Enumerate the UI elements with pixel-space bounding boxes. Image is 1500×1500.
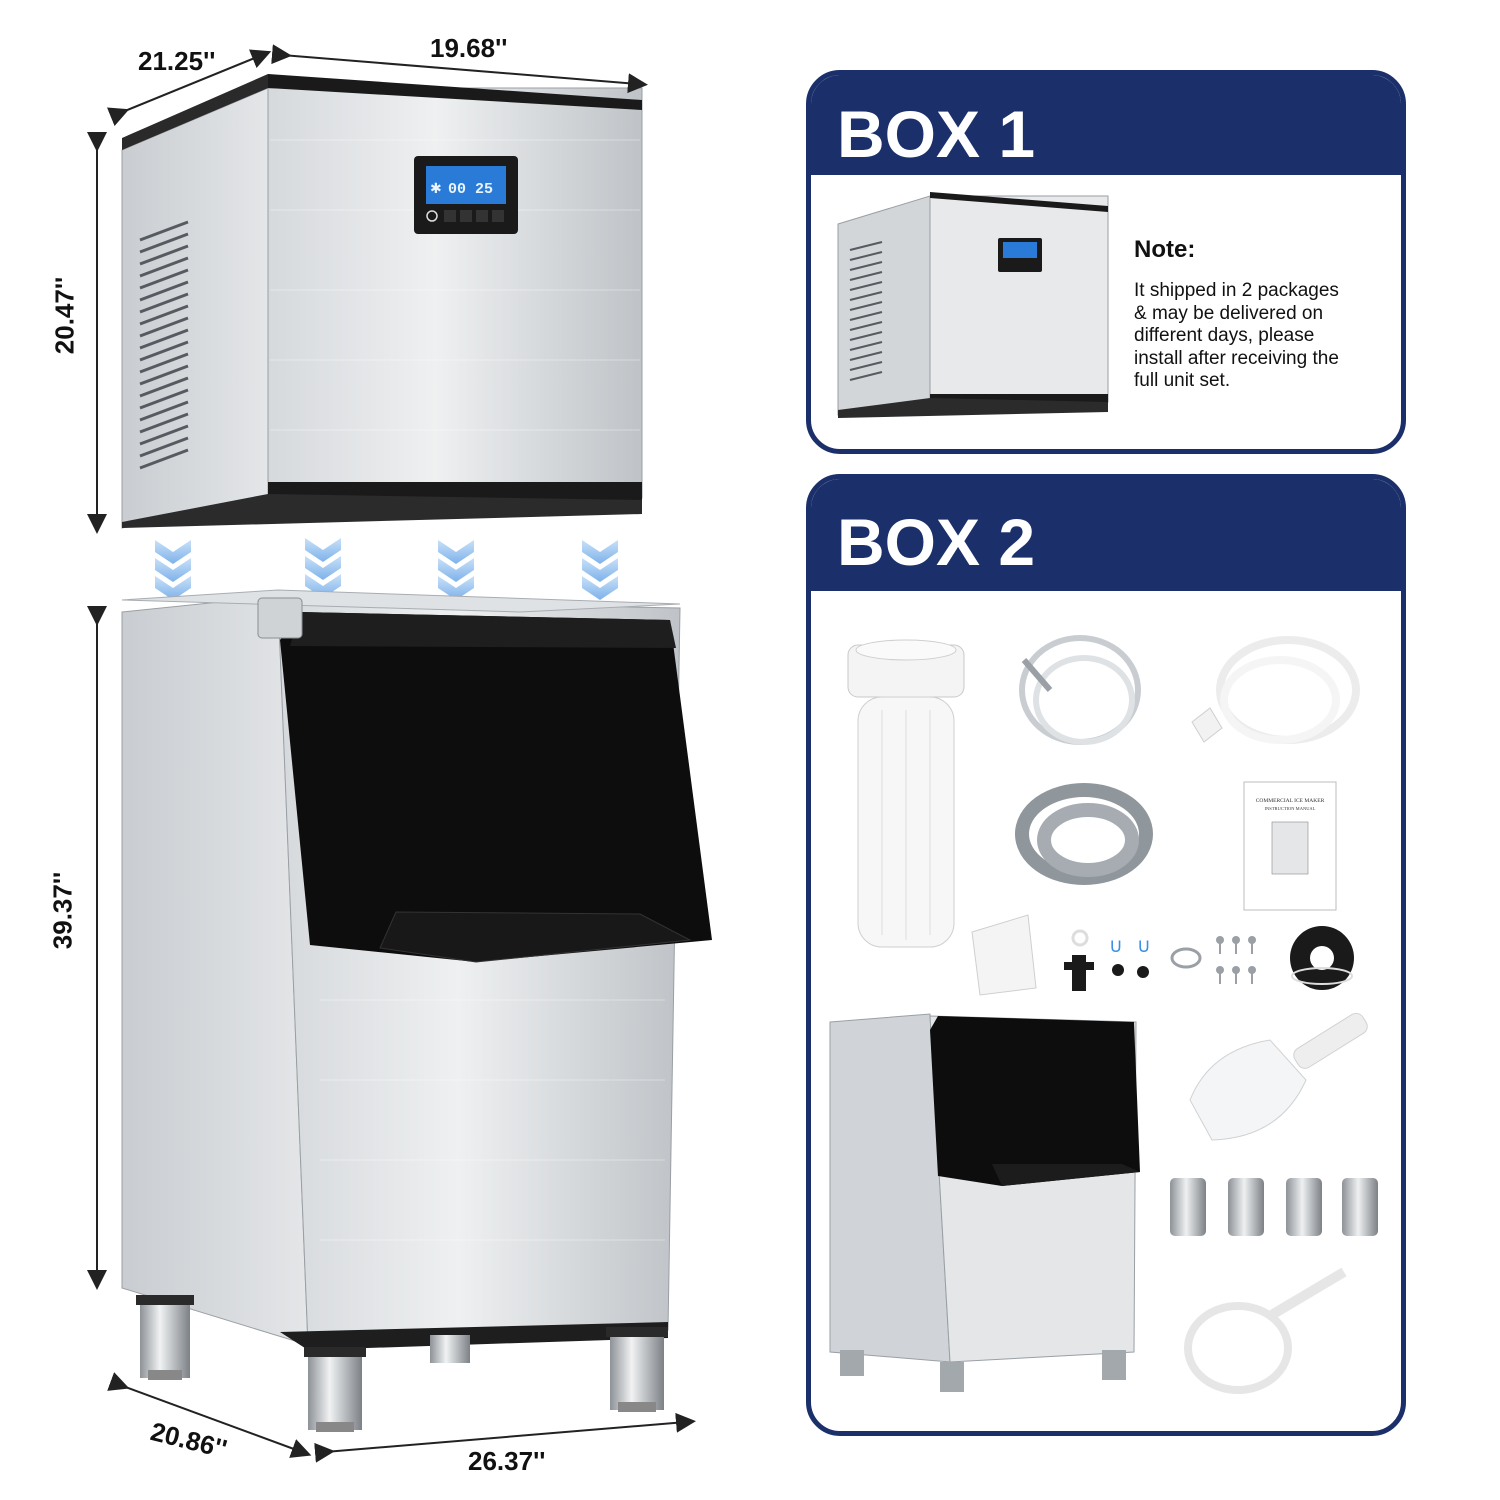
- fittings-image: ᑌ ᑌ: [1064, 929, 1202, 991]
- note-line: install after receiving the: [1134, 347, 1339, 369]
- svg-text:ᑌ: ᑌ: [1110, 939, 1122, 956]
- instruction-manual-image: COMMERCIAL ICE MAKER INSTRUCTION MANUAL: [1243, 781, 1337, 911]
- box1-title: BOX 1: [811, 75, 1401, 175]
- drain-hose-image: [1015, 783, 1153, 885]
- dimension-top-width: 19.68'': [430, 33, 508, 63]
- note-line: It shipped in 2 packages: [1134, 280, 1339, 301]
- tape-roll-image: [1290, 926, 1354, 990]
- water-filter-image: [847, 639, 965, 948]
- box2-accessories: COMMERCIAL ICE MAKER INSTRUCTION MANUAL …: [829, 635, 1378, 1394]
- dimension-bin-width: 26.37'': [468, 1446, 546, 1476]
- dimension-top-depth: 21.25'': [138, 46, 216, 76]
- power-icon: [426, 210, 438, 222]
- svg-text:ᑌ: ᑌ: [1138, 939, 1150, 956]
- dimension-top-height: 20.47'': [49, 276, 80, 355]
- ice-maker-head: 00 25 ✱: [121, 74, 643, 529]
- display-readout: 00 25: [448, 181, 493, 198]
- bracket-image: [971, 914, 1037, 996]
- manual-subtitle: INSTRUCTION MANUAL: [1265, 806, 1316, 811]
- dimension-lines: [87, 44, 696, 1463]
- ice-maker-illustration: 00 25 ✱: [87, 44, 712, 1463]
- storage-bin: [121, 589, 712, 1432]
- note-line: different days, please: [1134, 325, 1315, 346]
- note-title: Note:: [1134, 236, 1196, 263]
- dimension-bin-height: 39.37'': [47, 871, 78, 950]
- box1-ice-maker-image: [837, 192, 1109, 418]
- control-panel: 00 25 ✱: [414, 156, 518, 234]
- inlet-hose-image: [1191, 636, 1360, 744]
- note-body: It shipped in 2 packages & may be delive…: [1134, 280, 1384, 393]
- manual-title: COMMERCIAL ICE MAKER: [1256, 798, 1325, 804]
- screws-image: [1216, 936, 1256, 984]
- arrow-down-icon: [155, 538, 618, 600]
- note-line: full unit set.: [1134, 370, 1231, 391]
- bin-door: [280, 612, 712, 962]
- leg-set-image: [1170, 1178, 1378, 1236]
- filter-wrench-image: [1184, 1267, 1347, 1394]
- note-line: & may be delivered on: [1134, 302, 1324, 324]
- braided-hose-image: [1019, 635, 1141, 745]
- storage-bin-image: [829, 1013, 1140, 1392]
- snowflake-icon: ✱: [430, 180, 442, 196]
- ice-scoop-image: [1189, 1012, 1368, 1141]
- box2-title: BOX 2: [811, 479, 1401, 591]
